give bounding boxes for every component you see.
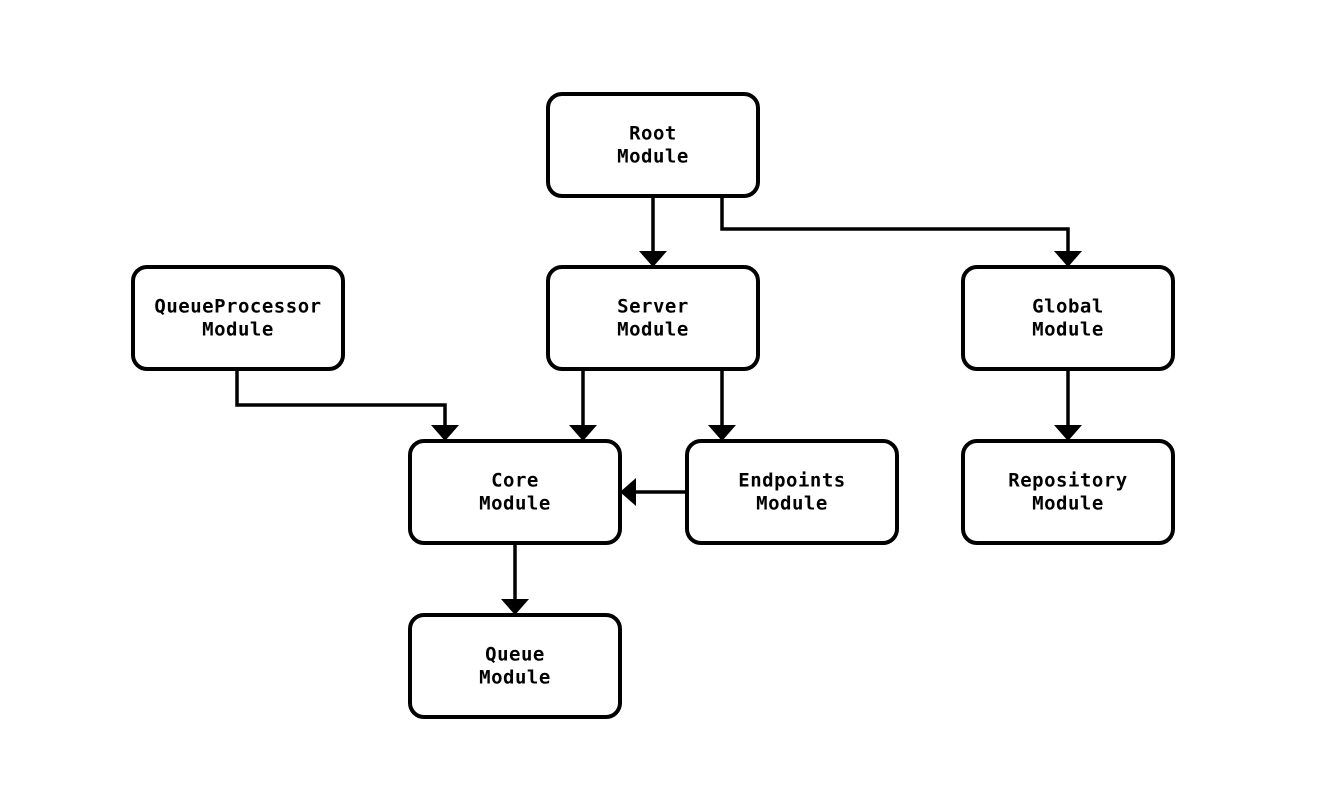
node-box[interactable] — [546, 265, 760, 371]
node-label-primary: Root — [629, 123, 677, 145]
edge-core-to-queue — [501, 543, 529, 615]
node-box[interactable] — [961, 439, 1175, 545]
arrowhead-icon — [501, 599, 529, 615]
node-label-primary: Server — [617, 296, 689, 318]
node-label-secondary: Module — [202, 319, 274, 341]
arrowhead-icon — [1054, 251, 1082, 267]
node-box[interactable] — [408, 439, 622, 545]
node-label-secondary: Module — [1032, 493, 1104, 515]
edge-line — [720, 196, 1070, 253]
edge-line — [235, 369, 447, 427]
edge-server-to-core — [569, 369, 597, 441]
node-label-primary: Endpoints — [738, 470, 845, 492]
node-label-secondary: Module — [479, 493, 551, 515]
node-box[interactable] — [131, 265, 345, 371]
edge-queueprocessor-to-core — [235, 369, 459, 441]
arrowhead-icon — [569, 425, 597, 441]
node-label-primary: QueueProcessor — [154, 296, 321, 318]
arrowhead-icon — [431, 425, 459, 441]
edge-server-to-endpoints — [708, 369, 736, 441]
node-box[interactable] — [685, 439, 899, 545]
arrowhead-icon — [1054, 425, 1082, 441]
node-label-primary: Repository — [1008, 470, 1127, 492]
node-label-secondary: Module — [1032, 319, 1104, 341]
edges-layer — [235, 196, 1082, 615]
node-box[interactable] — [546, 92, 760, 198]
node-label-primary: Queue — [485, 644, 545, 666]
edge-root-to-server — [639, 196, 667, 267]
node-box[interactable] — [408, 613, 622, 719]
edge-endpoints-to-core — [620, 478, 687, 506]
node-label-secondary: Module — [617, 319, 689, 341]
node-label-secondary: Module — [756, 493, 828, 515]
node-label-secondary: Module — [479, 667, 551, 689]
node-box[interactable] — [961, 265, 1175, 371]
nodes-layer: RootModuleQueueProcessorModuleServerModu… — [131, 92, 1175, 719]
node-label-primary: Core — [491, 470, 539, 492]
arrowhead-icon — [639, 251, 667, 267]
arrowhead-icon — [620, 478, 636, 506]
node-label-secondary: Module — [617, 146, 689, 168]
edge-global-to-repository — [1054, 369, 1082, 441]
arrowhead-icon — [708, 425, 736, 441]
edge-root-to-global — [720, 196, 1082, 267]
node-label-primary: Global — [1032, 296, 1104, 318]
